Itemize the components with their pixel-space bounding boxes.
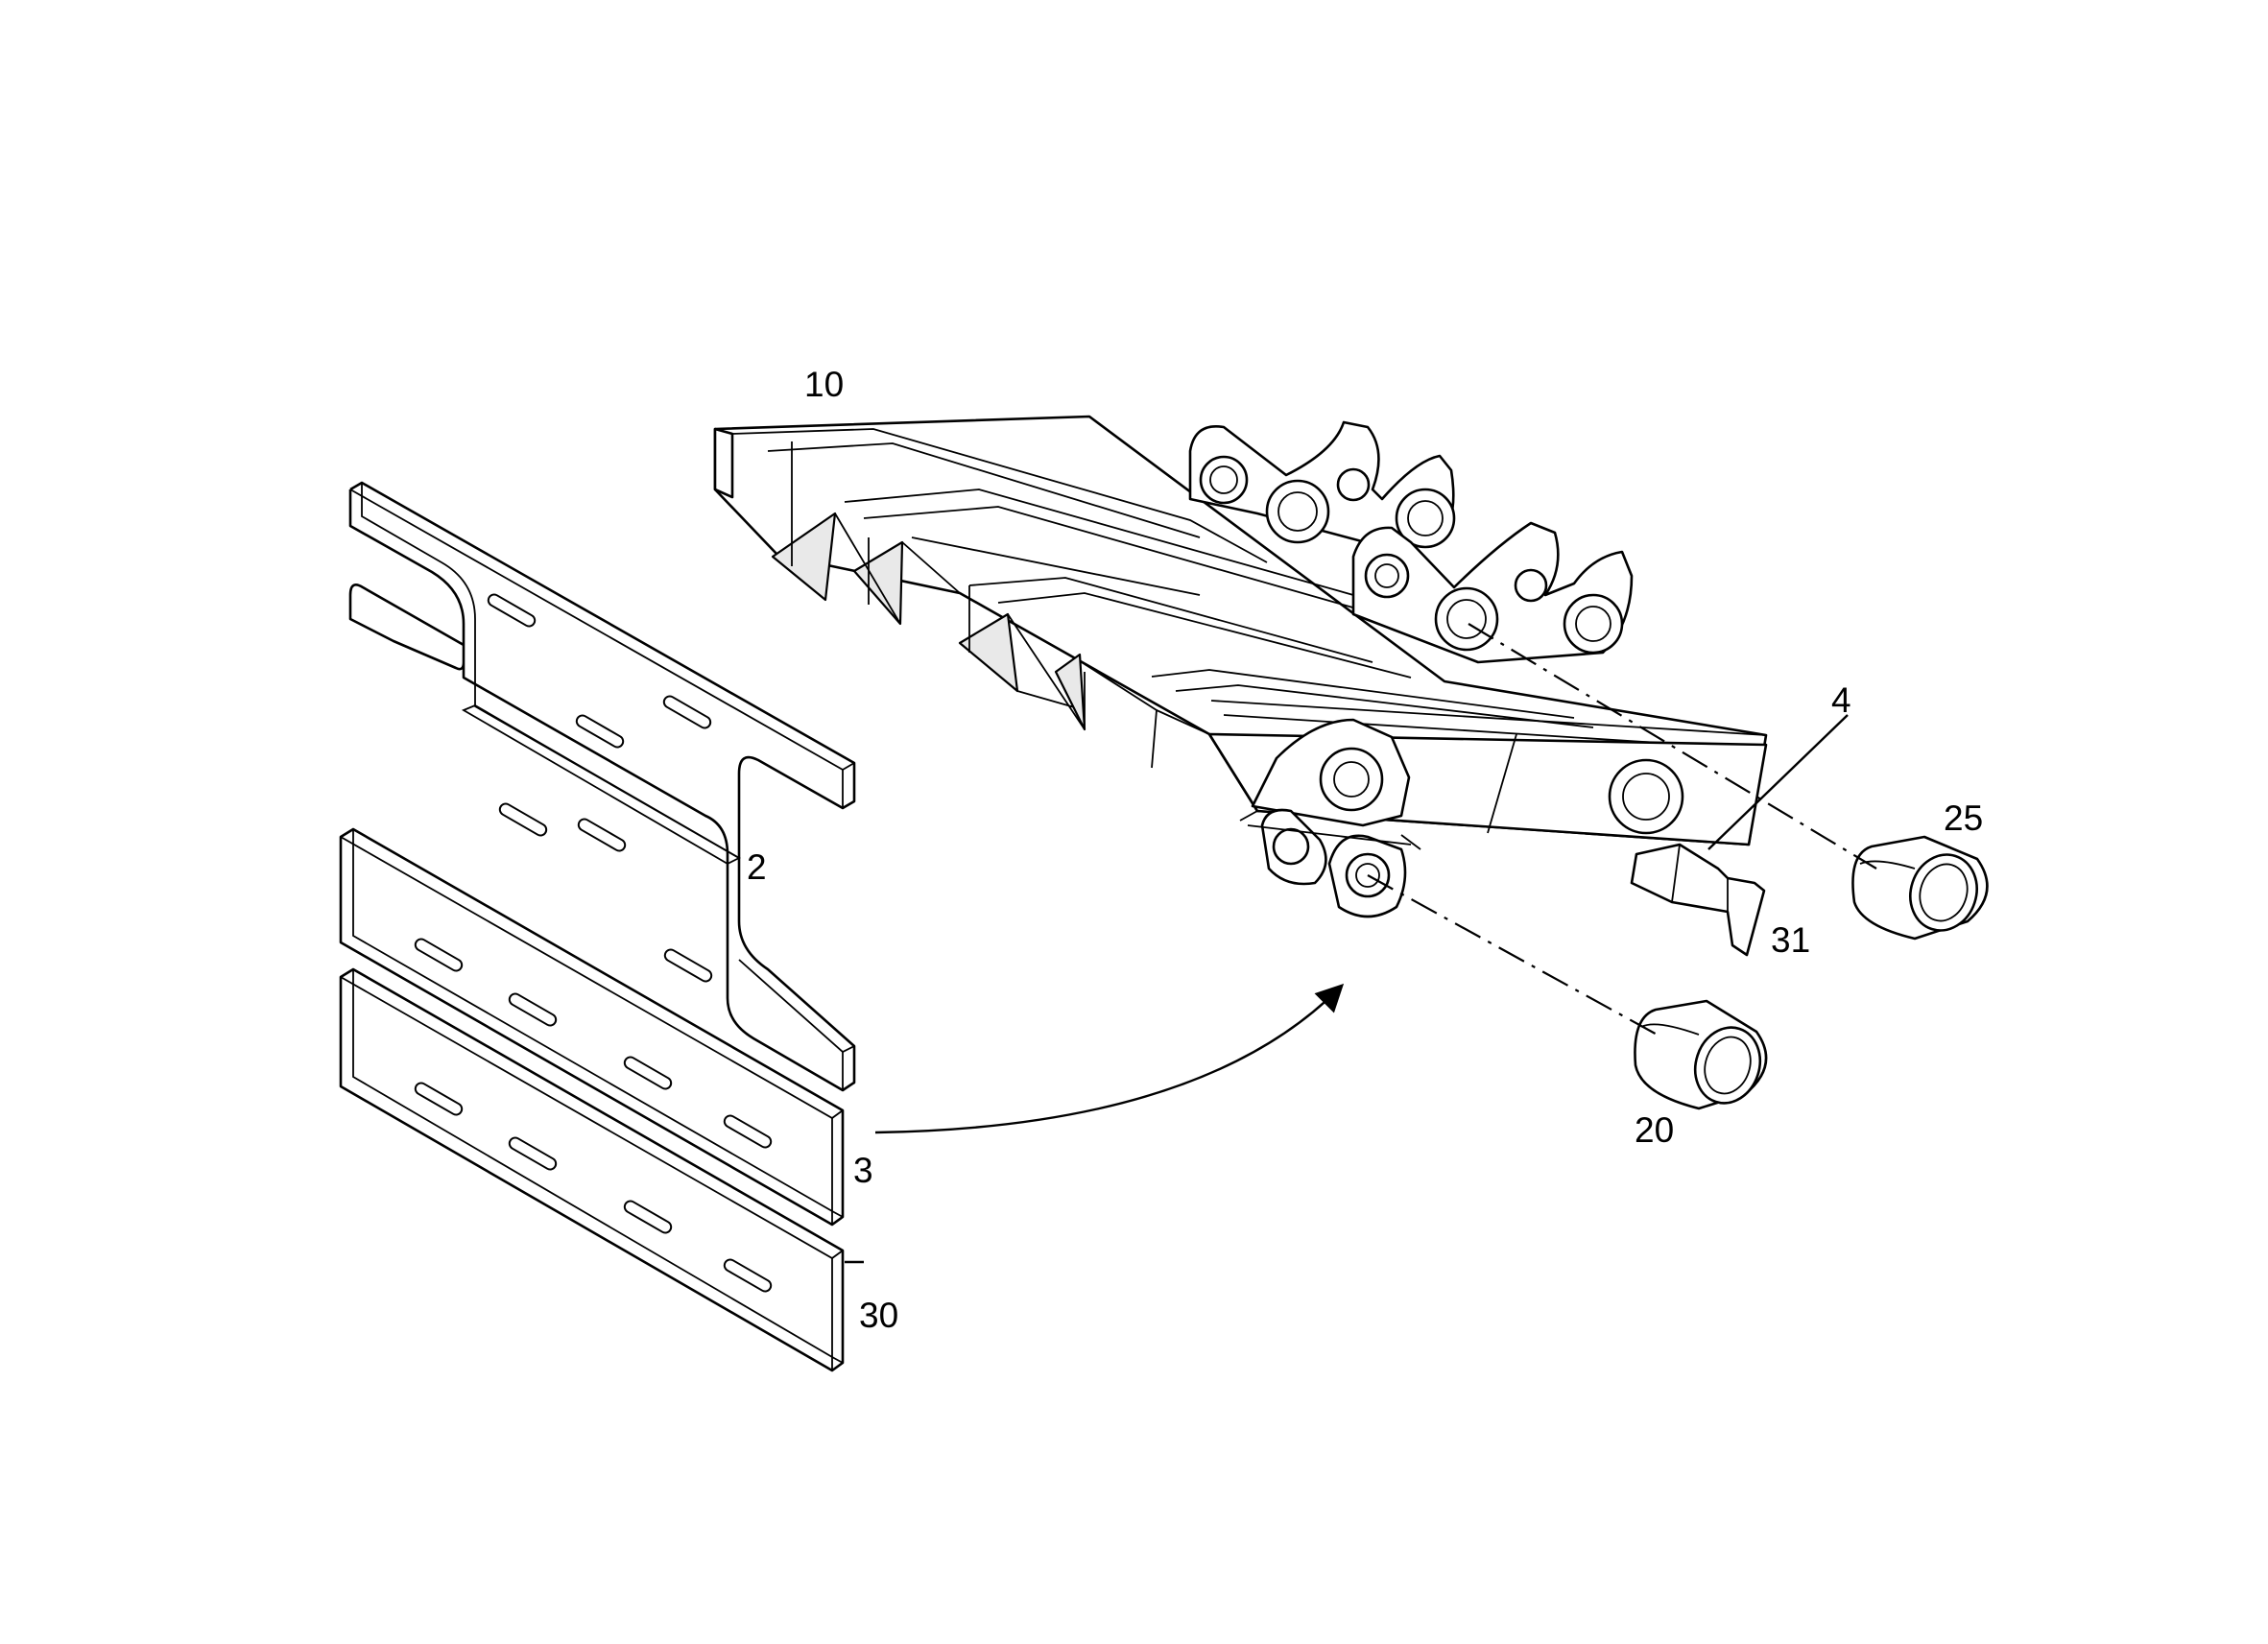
label-20: 20 (1635, 1110, 1674, 1150)
plate-2-slots (487, 593, 713, 983)
label-2: 2 (747, 847, 767, 887)
label-30: 30 (859, 1296, 898, 1335)
plate-30 (339, 967, 845, 1372)
plate-3 (339, 827, 845, 1227)
label-31: 31 (1771, 920, 1810, 960)
bracket-31 (1630, 843, 1766, 957)
bushing-25 (1851, 835, 1989, 941)
bushing-20 (1634, 999, 1768, 1110)
plate-2 (348, 481, 856, 1092)
frame-10 (713, 415, 1768, 918)
leader-lines (845, 714, 1849, 1264)
plate-30-slots (414, 1082, 773, 1293)
label-10: 10 (804, 365, 844, 404)
label-4: 4 (1831, 680, 1851, 720)
label-25: 25 (1944, 798, 1983, 838)
label-3: 3 (853, 1151, 873, 1190)
assembly-arrow (874, 983, 1345, 1134)
plate-3-slots (414, 938, 773, 1149)
assembly-axes (1367, 623, 1877, 1037)
